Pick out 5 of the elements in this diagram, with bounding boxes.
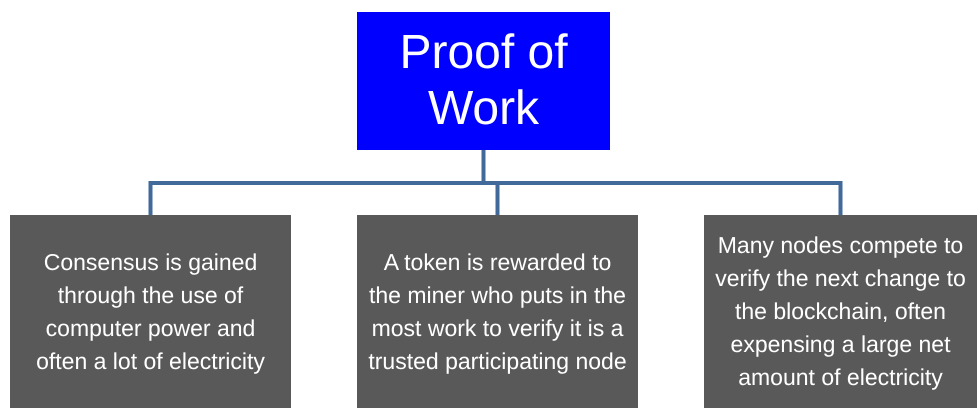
connector-line xyxy=(482,150,842,215)
title-box: Proof of Work xyxy=(357,12,610,150)
description-box: A token is rewarded to the miner who puts in the most work to verify it is a trusted participating node xyxy=(357,215,638,408)
description-box: Many nodes compete to verify the next change to the blockchain, often expensing a large net amount of electricity xyxy=(704,215,977,408)
description-box: Consensus is gained through the use of computer power and often a lot of electricity xyxy=(10,215,291,408)
